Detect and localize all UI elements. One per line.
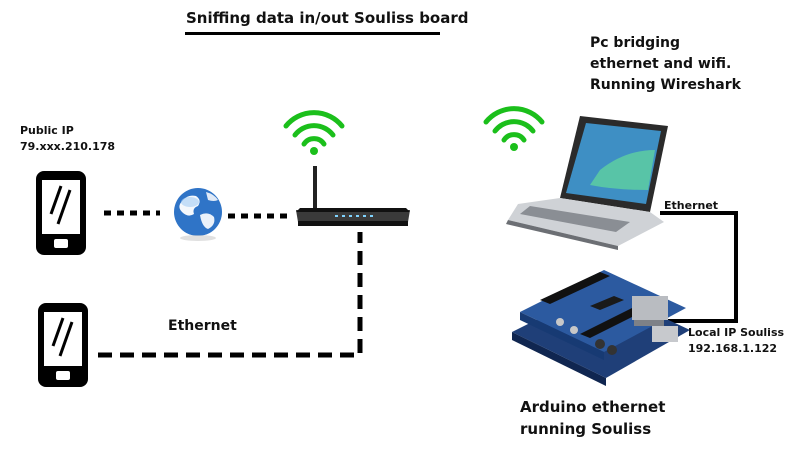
laptop-icon	[506, 116, 668, 250]
pc-caption-line-1: Pc bridging	[590, 35, 680, 51]
pc-caption-line-2: ethernet and wifi.	[590, 56, 732, 72]
ethernet-label-left: Ethernet	[168, 318, 237, 334]
arduino-ethernet-board-icon	[512, 270, 690, 386]
local-ip-title: Local IP Souliss	[688, 326, 785, 339]
smartphone-icon-bottom	[38, 303, 88, 387]
wifi-icon-router	[283, 110, 345, 147]
local-ip-label: Local IP Souliss 192.168.1.122	[688, 325, 784, 357]
ethernet-label-right: Ethernet	[664, 199, 719, 212]
router-icon	[296, 166, 410, 226]
local-ip-value: 192.168.1.122	[688, 342, 778, 355]
title-underline	[185, 32, 440, 35]
pc-caption: Pc bridging ethernet and wifi. Running W…	[590, 33, 741, 96]
public-ip-title: Public IP	[20, 124, 74, 137]
public-ip-value: 79.xxx.210.178	[20, 140, 116, 153]
wifi-icon-laptop	[483, 106, 545, 143]
dashed-ethernet-phone-router	[98, 232, 363, 358]
arduino-caption-line-2: running Souliss	[520, 420, 652, 438]
public-ip-label: Public IP 79.xxx.210.178	[20, 123, 115, 155]
arduino-caption-line-1: Arduino ethernet	[520, 398, 666, 416]
arduino-caption: Arduino ethernet running Souliss	[520, 396, 665, 440]
internet-globe-icon	[174, 188, 222, 241]
pc-caption-line-3: Running Wireshark	[590, 77, 741, 93]
wifi-dot-laptop	[510, 143, 518, 151]
ethernet-cable-pc-arduino	[660, 211, 738, 323]
wifi-dot-router	[310, 147, 318, 155]
diagram-title: Sniffing data in/out Souliss board	[186, 9, 469, 27]
smartphone-icon-top	[36, 171, 86, 255]
